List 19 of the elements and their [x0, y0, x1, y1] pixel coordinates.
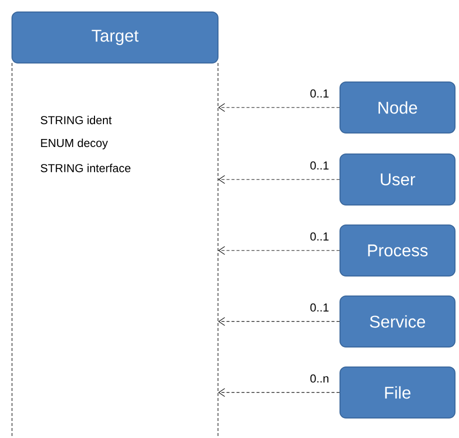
arrow — [218, 388, 340, 397]
class-box: Node — [340, 82, 456, 134]
attribute-text: ENUM decoy — [41, 138, 108, 150]
attribute-text: STRING ident — [40, 116, 112, 124]
multiplicity-label: 0..1 — [310, 161, 329, 170]
arrow — [218, 103, 340, 112]
multiplicity-label: 0..1 — [310, 232, 329, 241]
class-box: User — [340, 154, 456, 206]
class-box: Process — [340, 224, 456, 276]
class-header: Target — [12, 12, 218, 64]
arrow — [218, 246, 340, 255]
class-box: Service — [340, 296, 456, 348]
attribute-text: STRING interface — [40, 164, 130, 172]
multiplicity-label: 0..1 — [310, 303, 329, 312]
class-box: File — [340, 366, 456, 418]
arrow — [218, 175, 340, 184]
arrow — [218, 317, 340, 326]
multiplicity-label: 0..1 — [310, 89, 329, 98]
multiplicity-label: 0..n — [310, 374, 328, 383]
